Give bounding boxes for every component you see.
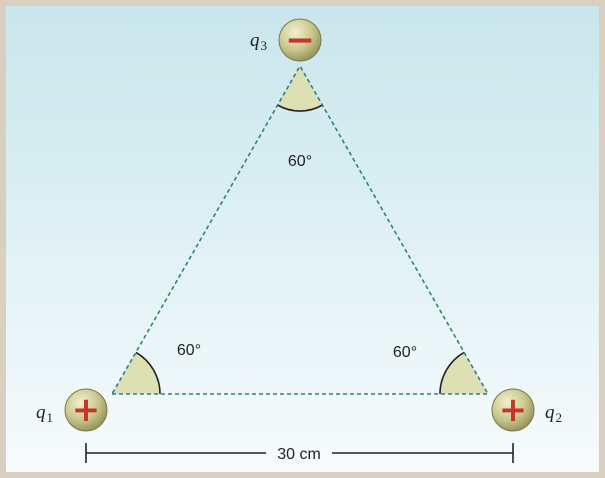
charge-q3-symbol: q	[250, 30, 260, 51]
charge-q3-subscript: 3	[261, 38, 268, 53]
charge-q3-sphere	[278, 18, 322, 62]
charge-q2-sphere	[491, 388, 535, 432]
charge-q1: + q1	[36, 388, 108, 432]
charge-q3-label: q3	[250, 30, 267, 53]
angle-arc-top	[277, 104, 323, 112]
angle-label-bottom-left: 60°	[177, 342, 201, 359]
charge-q1-sign: +	[72, 390, 101, 430]
charge-q3-sign: −	[285, 20, 315, 61]
charge-q1-label: q1	[36, 402, 53, 425]
distance-label: 30 cm	[277, 446, 321, 463]
charge-q2-symbol: q	[545, 402, 555, 423]
charge-q2-label: q2	[545, 402, 562, 425]
angle-arc-bottom-right	[439, 351, 465, 395]
charge-q1-sphere	[64, 388, 108, 432]
angle-wedge-top	[277, 66, 323, 112]
angle-label-top: 60°	[288, 153, 312, 170]
angle-arc-bottom-left	[135, 351, 161, 395]
charge-q3: − q3	[250, 18, 322, 62]
charge-q1-subscript: 1	[47, 410, 54, 425]
charge-q2-sign: +	[499, 390, 528, 430]
charge-q1-symbol: q	[36, 402, 46, 423]
charge-q2: + q2	[491, 388, 562, 432]
charge-q2-subscript: 2	[556, 410, 563, 425]
distance-marker: 30 cm	[85, 443, 514, 463]
angle-label-bottom-right: 60°	[393, 344, 417, 361]
